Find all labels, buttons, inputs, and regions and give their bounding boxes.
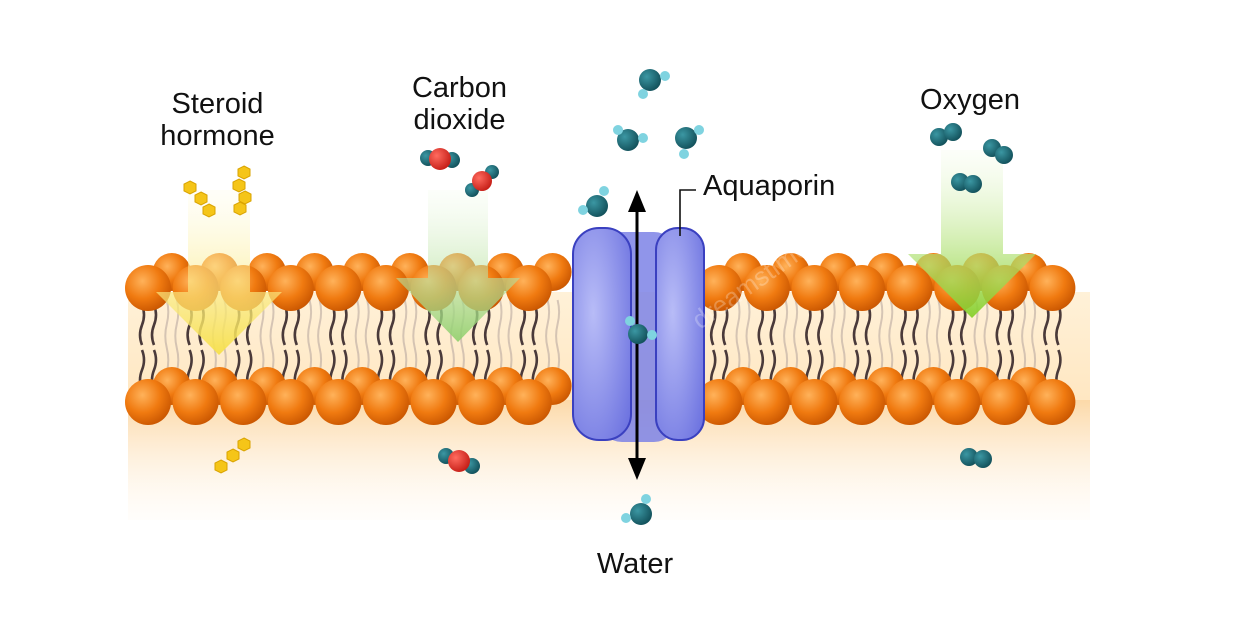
lipid-head bbox=[839, 265, 885, 311]
lipid-head bbox=[505, 265, 552, 311]
lipid-tail bbox=[150, 304, 158, 346]
water-molecule-icon bbox=[578, 186, 609, 217]
lipid-tail bbox=[531, 304, 539, 346]
lipid-head bbox=[981, 379, 1028, 425]
co2-molecule-icon bbox=[465, 165, 499, 197]
lipid-head bbox=[1029, 379, 1076, 425]
lipid-head bbox=[791, 379, 838, 425]
lipid-head bbox=[410, 379, 457, 425]
oxygen-diffusion-arrow bbox=[908, 150, 1036, 318]
co2-diffusion-arrow bbox=[396, 190, 520, 342]
water-molecule-icon bbox=[675, 125, 704, 159]
lipid-tail bbox=[138, 304, 146, 346]
oxygen-molecule-icon bbox=[951, 173, 982, 193]
lipid-tail bbox=[293, 304, 301, 346]
co2-molecule-icon bbox=[438, 448, 480, 474]
lipid-head bbox=[696, 265, 743, 311]
oxygen-molecule-icon bbox=[930, 123, 962, 146]
lipid-head bbox=[696, 379, 743, 425]
lipid-tail bbox=[483, 304, 491, 346]
lipid-tail bbox=[329, 304, 336, 346]
lipid-head bbox=[791, 265, 838, 311]
lipid-head bbox=[934, 379, 981, 425]
lipid-tail bbox=[817, 304, 824, 346]
steroid-label-line2: hormone bbox=[160, 120, 275, 152]
lipid-head bbox=[886, 265, 933, 311]
lipid-tail bbox=[376, 304, 384, 346]
co2-molecule-icon bbox=[420, 148, 460, 170]
lipid-head bbox=[125, 379, 171, 425]
lipid-head bbox=[315, 265, 362, 311]
water-molecule-icon bbox=[638, 69, 670, 99]
lipid-heads-inner bbox=[125, 367, 1076, 425]
lipid-head bbox=[1029, 265, 1076, 311]
lipid-tail bbox=[1007, 304, 1015, 346]
lipid-head bbox=[315, 379, 362, 425]
lipid-tail bbox=[805, 304, 812, 346]
water-molecule-icon bbox=[625, 316, 657, 344]
oxygen-molecule-icon bbox=[960, 448, 992, 468]
lipid-head bbox=[743, 265, 790, 311]
lipid-tail bbox=[721, 304, 729, 346]
oxygen-molecule-icon bbox=[983, 139, 1013, 164]
lipid-tail bbox=[1043, 304, 1050, 346]
lipid-tail bbox=[341, 304, 348, 346]
lipid-tail bbox=[912, 304, 919, 346]
lipid-head bbox=[220, 379, 267, 425]
steroid-hormone-label: Steroid hormone bbox=[140, 88, 295, 152]
oxygen-label: Oxygen bbox=[920, 84, 1020, 116]
lipid-tail bbox=[709, 304, 717, 346]
lipid-head bbox=[886, 379, 933, 425]
lipid-tail bbox=[900, 304, 907, 346]
lipid-tail bbox=[757, 304, 765, 346]
lipid-tail bbox=[852, 304, 860, 346]
carbon-dioxide-label: Carbon dioxide bbox=[392, 72, 527, 136]
lipid-head bbox=[267, 379, 314, 425]
lipid-tail bbox=[769, 304, 777, 346]
lipid-head bbox=[172, 379, 219, 425]
lipid-tail bbox=[864, 304, 872, 346]
water-molecule-icon bbox=[621, 494, 652, 525]
water-label: Water bbox=[596, 548, 674, 580]
steroid-molecule-icon bbox=[232, 165, 252, 216]
co2-label-line1: Carbon bbox=[411, 72, 508, 104]
lipid-head bbox=[458, 379, 505, 425]
lipid-head bbox=[505, 379, 552, 425]
lipid-head bbox=[125, 265, 171, 311]
steroid-molecule-icon bbox=[183, 180, 216, 218]
lipid-tail bbox=[947, 304, 955, 346]
lipid-tail bbox=[959, 304, 967, 346]
steroid-label-line1: Steroid bbox=[171, 88, 264, 120]
lipid-head bbox=[839, 379, 885, 425]
lipid-head bbox=[363, 379, 409, 425]
co2-label-line2: dioxide bbox=[413, 104, 506, 136]
lipid-head bbox=[743, 379, 790, 425]
steroid-molecule-icon bbox=[214, 437, 251, 474]
water-molecule-icon bbox=[613, 125, 648, 151]
lipid-tail bbox=[388, 304, 396, 346]
aquaporin-label: Aquaporin bbox=[703, 170, 836, 202]
lipid-head bbox=[363, 265, 409, 311]
lipid-head bbox=[267, 265, 314, 311]
steroid-diffusion-arrow bbox=[156, 190, 282, 355]
lipid-tail bbox=[281, 304, 289, 346]
lipid-tail bbox=[519, 304, 527, 346]
lipid-tail bbox=[995, 304, 1003, 346]
lipid-tail bbox=[1055, 304, 1062, 346]
